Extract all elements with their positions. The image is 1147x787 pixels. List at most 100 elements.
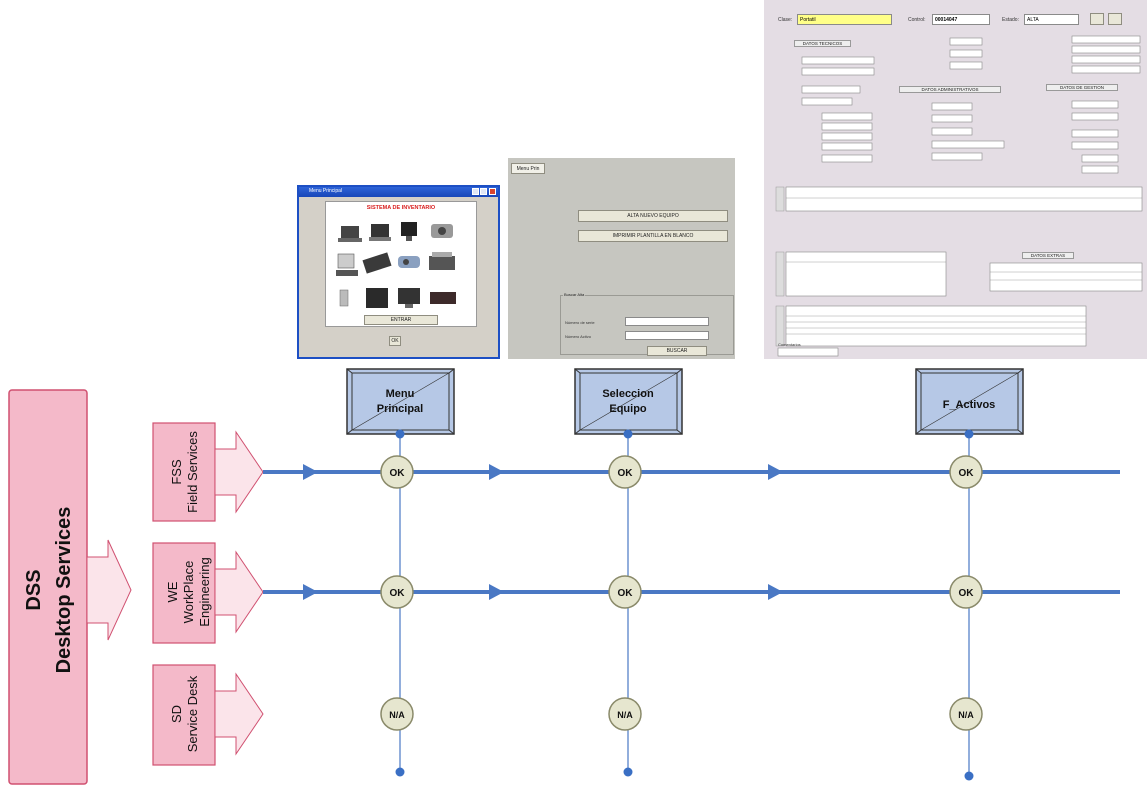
asset-number-input[interactable]	[625, 331, 709, 340]
control-field[interactable]: 00014047	[932, 14, 990, 25]
status-label: OK	[618, 588, 634, 599]
phone-icon	[339, 289, 349, 307]
camera-icon	[431, 224, 453, 238]
control-label: Control:	[908, 17, 926, 23]
vertical-connectors	[399, 434, 970, 776]
dss-title: DSS	[23, 569, 45, 610]
switch-icon	[430, 292, 456, 304]
status-label: OK	[618, 468, 634, 479]
status-node: N/A	[949, 697, 983, 731]
datos-tecnicos-header: DATOS TECNICOS	[794, 40, 851, 47]
status-label: OK	[959, 588, 975, 599]
close-icon	[489, 188, 496, 195]
ok-button[interactable]: OK	[389, 336, 401, 346]
connector-dots	[395, 429, 974, 781]
dss-box	[8, 389, 88, 785]
f-activos-screenshot: Clase: Portatil Control: 00014047 Estado…	[764, 0, 1147, 359]
status-label: N/A	[617, 710, 633, 720]
equipment-images	[336, 222, 456, 308]
print-template-button[interactable]: IMPRIMIR PLANTILLA EN BLANCO	[578, 230, 728, 242]
control-value: 00014047	[935, 17, 958, 23]
connector-dot	[395, 767, 405, 777]
status-nodes: OK OK OK OK OK OK N/A N/A N/A	[380, 455, 983, 731]
lane-fss-box	[152, 422, 216, 522]
laptop-icon	[338, 226, 362, 242]
lane-sd-line1: SD	[169, 705, 184, 723]
connector-dot	[623, 429, 633, 439]
nav-button-icon[interactable]	[1108, 13, 1122, 25]
flow-arrow-icon	[489, 584, 504, 600]
maximize-icon	[480, 188, 487, 195]
status-node: N/A	[380, 697, 414, 731]
status-node: OK	[608, 575, 642, 609]
flow-arrow-icon	[768, 464, 783, 480]
estado-label: Estado:	[1002, 17, 1019, 23]
dss-subtitle: Desktop Services	[53, 507, 75, 674]
menu-heading: SISTEMA DE INVENTARIO	[366, 205, 436, 211]
connector-dot	[395, 429, 405, 439]
flow-arrow-icon	[489, 464, 504, 480]
search-group: Buscar Alta Número de serie Número Activ…	[560, 292, 734, 356]
lane-fss-line2: Field Services	[185, 431, 200, 513]
lane-fss-line1: FSS	[169, 459, 184, 485]
flow-arrowheads	[303, 464, 783, 600]
server-icon	[366, 288, 388, 308]
monitor-icon	[401, 222, 417, 241]
status-label: OK	[390, 468, 406, 479]
screen-f-activos[interactable]: F_Activos	[915, 368, 1024, 435]
menu-principal-screenshot: Menu Principal SISTEMA DE INVENTARIO ENT…	[297, 185, 500, 359]
lane-we-line3: Engineering	[197, 557, 212, 626]
search-button[interactable]: BUSCAR	[647, 346, 707, 356]
printer-icon	[429, 252, 455, 270]
window-titlebar: Menu Principal	[299, 187, 498, 197]
serial-number-label: Número de serie	[565, 320, 595, 325]
status-label: OK	[959, 468, 975, 479]
screen-seleccion-line1: Seleccion	[602, 388, 654, 400]
scanner-icon	[362, 252, 392, 274]
desktop-pc-icon	[336, 253, 358, 276]
lane-we-arrow-icon	[214, 550, 264, 634]
screen-menu-principal[interactable]: Menu Principal	[346, 368, 455, 435]
minimize-icon	[472, 188, 479, 195]
seleccion-equipo-screenshot: Menu Prin ALTA NUEVO EQUIPO IMPRIMIR PLA…	[508, 158, 735, 359]
comments-label: Comentarios	[778, 342, 801, 347]
connector-dot	[964, 429, 974, 439]
clase-value: Portatil	[800, 17, 816, 23]
tab-menu-prin[interactable]: Menu Prin	[511, 163, 545, 174]
screen-menu-line2: Principal	[377, 403, 423, 415]
enter-button[interactable]: ENTRAR	[364, 315, 438, 325]
nav-button-icon[interactable]	[1090, 13, 1104, 25]
flow-arrow-icon	[768, 584, 783, 600]
laptop-icon	[369, 224, 391, 241]
projector-icon	[398, 256, 420, 268]
lane-sd-box	[152, 664, 216, 766]
form-fields	[775, 35, 1143, 357]
status-node: OK	[608, 455, 642, 489]
screen-seleccion-line2: Equipo	[609, 403, 647, 415]
screen-seleccion-equipo[interactable]: Seleccion Equipo	[574, 368, 683, 435]
datos-extras-header: DATOS EXTRAS	[1022, 252, 1074, 259]
search-group-label: Buscar Alta	[563, 292, 586, 297]
clase-field[interactable]: Portatil	[797, 14, 892, 25]
dss-arrow-icon	[86, 539, 132, 641]
datos-administrativos-header: DATOS ADMINISTRATIVOS	[899, 86, 1001, 93]
estado-value: ALTA	[1027, 17, 1039, 23]
lane-sd-arrow-icon	[214, 672, 264, 756]
serial-number-input[interactable]	[625, 317, 709, 326]
menu-panel: SISTEMA DE INVENTARIO ENTRAR	[325, 201, 477, 327]
connector-dot	[623, 767, 633, 777]
status-node: OK	[949, 575, 983, 609]
lane-we-line1: WE	[165, 581, 180, 602]
datos-gestion-header: DATOS DE GESTION	[1046, 84, 1118, 91]
status-label: N/A	[958, 710, 974, 720]
monitor-icon	[398, 288, 420, 308]
connector-dot	[964, 771, 974, 781]
clase-label: Clase:	[778, 17, 793, 23]
flow-arrow-icon	[303, 464, 318, 480]
new-equipment-button[interactable]: ALTA NUEVO EQUIPO	[578, 210, 728, 222]
window-title: Menu Principal	[309, 188, 343, 194]
lane-fss-arrow-icon	[214, 430, 264, 514]
estado-field[interactable]: ALTA	[1024, 14, 1079, 25]
status-label: OK	[390, 588, 406, 599]
